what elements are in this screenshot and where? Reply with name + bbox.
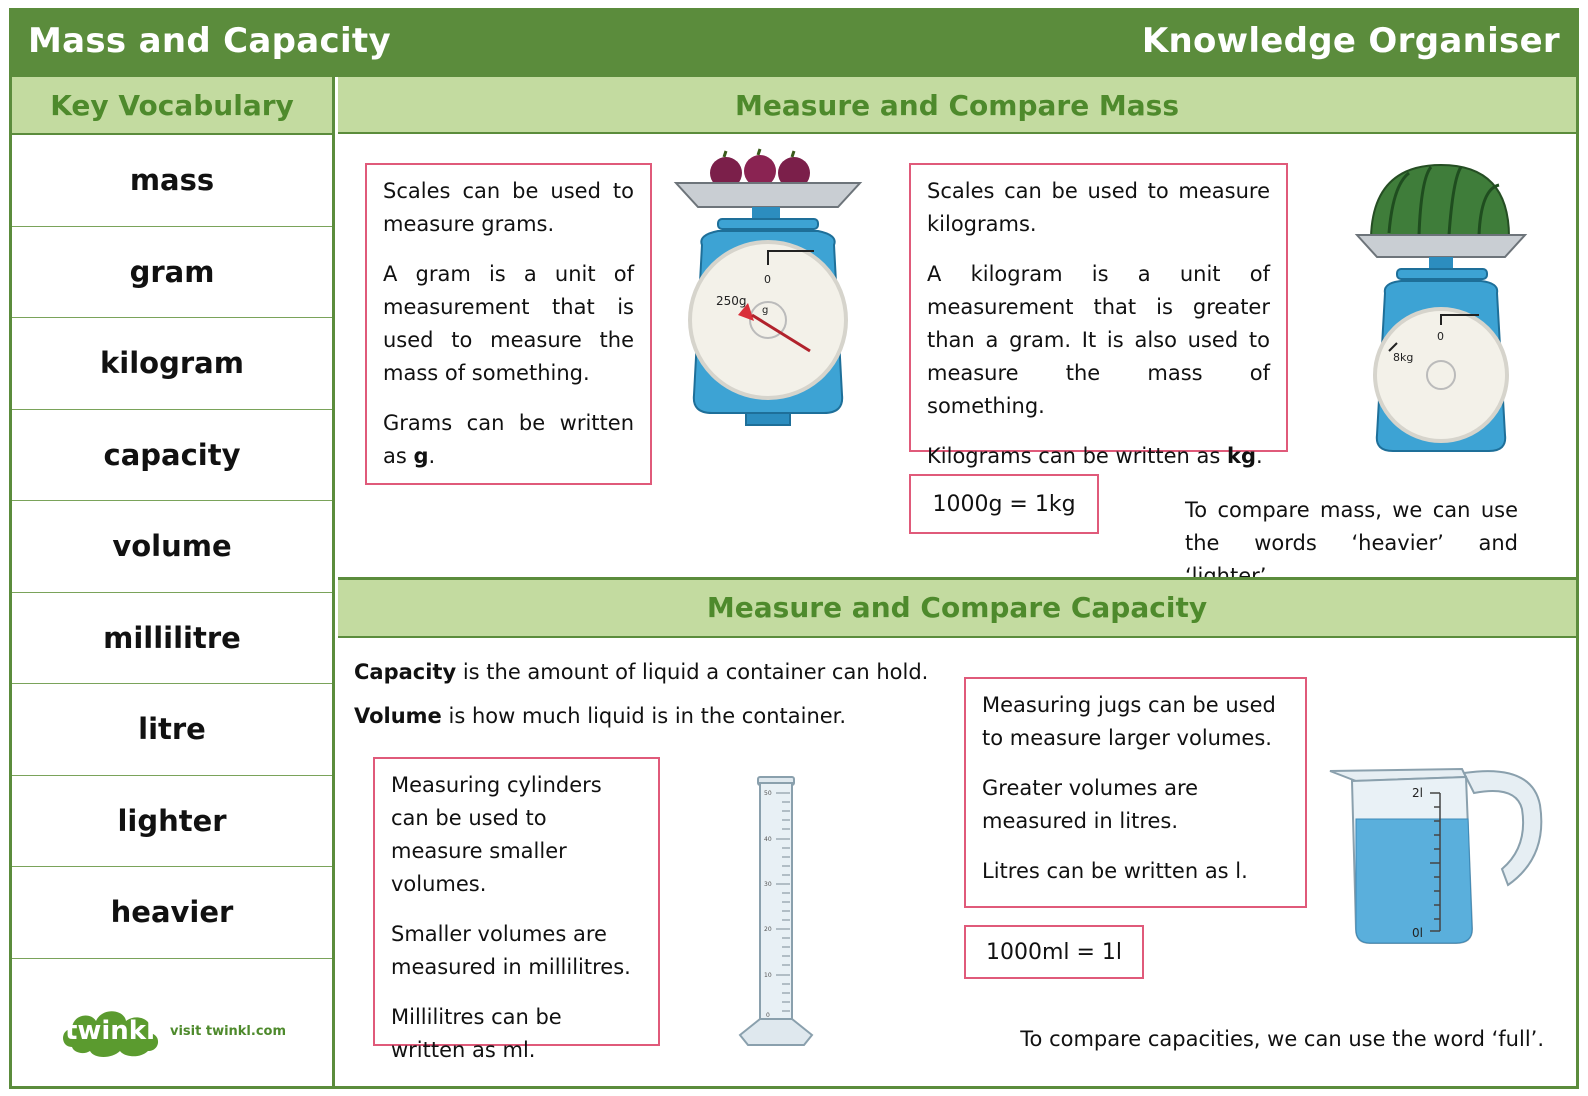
page-subtitle: Knowledge Organiser	[1141, 21, 1560, 61]
grams-text-2: A gram is a unit of measurement that is …	[383, 262, 634, 385]
kilograms-text-3: Kilograms can be written as kg.	[927, 444, 1263, 468]
gram-scale-unit: g	[762, 305, 768, 316]
logo-visit-link[interactable]: visit twinkl.com	[169, 1023, 287, 1039]
vocab-item-volume: volume	[12, 501, 332, 593]
page-title: Mass and Capacity	[28, 21, 391, 61]
vocab-item-mass: mass	[12, 135, 332, 227]
vocab-item-gram: gram	[12, 227, 332, 318]
capacity-section-heading: Measure and Compare Capacity	[338, 577, 1576, 638]
main-content: Measure and Compare Mass Scales can be u…	[338, 77, 1576, 1086]
vocab-item-millilitre: millilitre	[12, 593, 332, 684]
measuring-jug-icon: 2l 0l	[1329, 767, 1543, 944]
cloud-logo-icon	[62, 1011, 159, 1057]
jug-text-1: Measuring jugs can be used to measure la…	[982, 693, 1276, 750]
cylinder-tick-10: 10	[764, 972, 772, 979]
cylinder-tick-50: 50	[764, 790, 772, 797]
vocab-item-heavier: heavier	[12, 867, 332, 959]
gram-scale-icon: 0 250g g	[673, 148, 863, 426]
twinkl-logo-badge: twinkl	[58, 1001, 162, 1061]
cylinder-text-2: Smaller volumes are measured in millilit…	[391, 922, 631, 979]
mass-equation: 1000g = 1kg	[909, 474, 1099, 534]
cylinder-tick-40: 40	[764, 836, 772, 843]
jug-label-top: 2l	[1412, 786, 1423, 800]
grams-info-box: Scales can be used to measure grams. A g…	[365, 163, 652, 485]
vocabulary-list: mass gram kilogram capacity volume milli…	[12, 135, 332, 959]
vocab-item-litre: litre	[12, 684, 332, 776]
cylinder-info-box: Measuring cylinders can be used to measu…	[373, 757, 660, 1062]
jug-text-2: Greater volumes are measured in litres.	[982, 776, 1199, 833]
cylinder-text-3: Millilitres can be written as ml.	[391, 1005, 562, 1062]
grams-text-1: Scales can be used to measure grams.	[383, 179, 634, 236]
cylinder-text-1: Measuring cylinders can be used to measu…	[391, 773, 602, 896]
title-bar: Mass and Capacity Knowledge Organiser	[12, 11, 1576, 77]
twinkl-logo[interactable]: twinkl visit twinkl.com	[12, 976, 332, 1086]
cylinder-tick-0: 0	[766, 1012, 770, 1019]
gram-scale-reading: 250g	[716, 294, 747, 308]
cylinder-tick-30: 30	[764, 881, 772, 888]
kilograms-text-1: Scales can be used to measure kilograms.	[927, 179, 1270, 236]
grams-text-3: Grams can be written as g.	[383, 411, 634, 468]
knowledge-organiser: Mass and Capacity Knowledge Organiser Ke…	[9, 8, 1579, 1089]
capacity-equation: 1000ml = 1l	[964, 925, 1144, 979]
jug-info-box: Measuring jugs can be used to measure la…	[964, 677, 1307, 908]
gram-scale-zero: 0	[764, 273, 771, 286]
jug-text-3: Litres can be written as l.	[982, 859, 1248, 883]
volume-definition: Volume is how much liquid is in the cont…	[354, 704, 847, 728]
measuring-cylinder-icon: 50 40 30 20 10 0	[738, 776, 814, 1046]
cylinder-tick-20: 20	[764, 926, 772, 933]
vocab-item-capacity: capacity	[12, 410, 332, 501]
kilograms-text-2: A kilogram is a unit of measurement that…	[927, 262, 1270, 418]
vocab-item-kilogram: kilogram	[12, 318, 332, 410]
jug-label-bottom: 0l	[1412, 926, 1423, 940]
kilogram-scale-icon: 0 8kg	[1354, 163, 1528, 452]
logo-brand: twinkl	[64, 1016, 156, 1046]
vocabulary-heading: Key Vocabulary	[12, 77, 332, 135]
kilogram-scale-reading: 8kg	[1393, 351, 1413, 364]
kilograms-info-box: Scales can be used to measure kilograms.…	[909, 163, 1288, 468]
mass-section-heading: Measure and Compare Mass	[338, 77, 1576, 134]
capacity-definition: Capacity is the amount of liquid a conta…	[354, 660, 929, 684]
capacity-compare-text: To compare capacities, we can use the wo…	[1020, 1027, 1544, 1051]
vocab-item-lighter: lighter	[12, 776, 332, 867]
kilogram-scale-zero: 0	[1437, 330, 1444, 343]
vocabulary-sidebar: Key Vocabulary mass gram kilogram capaci…	[12, 77, 335, 1086]
